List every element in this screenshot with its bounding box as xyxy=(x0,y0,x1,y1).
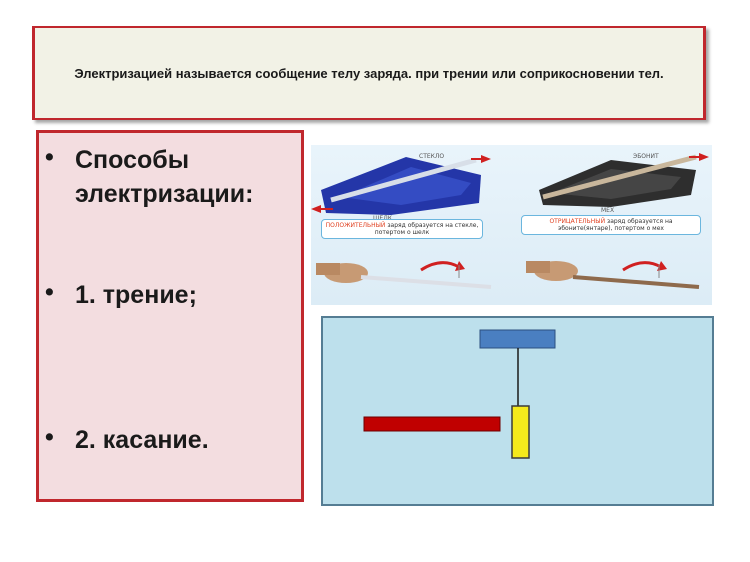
hanging-body xyxy=(511,405,530,459)
negative-caption-text: заряд образуется на эбоните(янтаре), пот… xyxy=(558,218,673,232)
arrow-icon xyxy=(481,155,491,163)
fur-label: МЕХ xyxy=(601,207,615,214)
holder-bar xyxy=(479,329,556,349)
definition-banner: Электризацией называется сообщение телу … xyxy=(32,26,706,120)
friction-illustration: СТЕКЛО ШЕЛК ЭБОНИТ МЕХ ПОЛОЖИТЕЛЬНЫЙ зар… xyxy=(311,145,712,305)
bullet: • xyxy=(45,278,54,306)
methods-heading: Способы электризации: xyxy=(75,146,254,208)
friction-illustration-graphic xyxy=(311,153,709,289)
arrow-icon xyxy=(699,153,709,161)
definition-text: Электризацией называется сообщение телу … xyxy=(74,65,664,81)
contact-diagram xyxy=(321,316,714,506)
bullet: • xyxy=(45,423,54,451)
negative-charge-caption: ОТРИЦАТЕЛЬНЫЙ заряд образуется на эбонит… xyxy=(521,215,701,235)
ebonite-rod-charged xyxy=(572,275,700,289)
arrow-icon xyxy=(622,261,662,272)
ebonite-label: ЭБОНИТ xyxy=(633,153,659,160)
method-friction: 1. трение; xyxy=(75,281,197,309)
positive-label: ПОЛОЖИТЕЛЬНЫЙ xyxy=(325,222,386,229)
ebonite-rod xyxy=(542,154,697,200)
glass-rod-charged xyxy=(360,275,492,289)
methods-list: • Способы электризации: • 1. трение; • 2… xyxy=(36,130,304,502)
positive-charge-caption: ПОЛОЖИТЕЛЬНЫЙ заряд образуется на стекле… xyxy=(321,219,483,239)
glass-label: СТЕКЛО xyxy=(419,153,445,160)
contact-diagram-graphic xyxy=(363,329,556,459)
silk-label: ШЕЛК xyxy=(373,215,392,222)
arrow-icon xyxy=(311,205,321,213)
charged-rod xyxy=(363,416,501,432)
method-contact: 2. касание. xyxy=(75,426,209,454)
positive-caption-text: заряд образуется на стекле, потертом о ш… xyxy=(374,222,479,236)
negative-label: ОТРИЦАТЕЛЬНЫЙ xyxy=(549,218,606,225)
glass-rod xyxy=(330,157,477,203)
bullet: • xyxy=(45,143,54,171)
arrow-icon xyxy=(420,261,460,272)
